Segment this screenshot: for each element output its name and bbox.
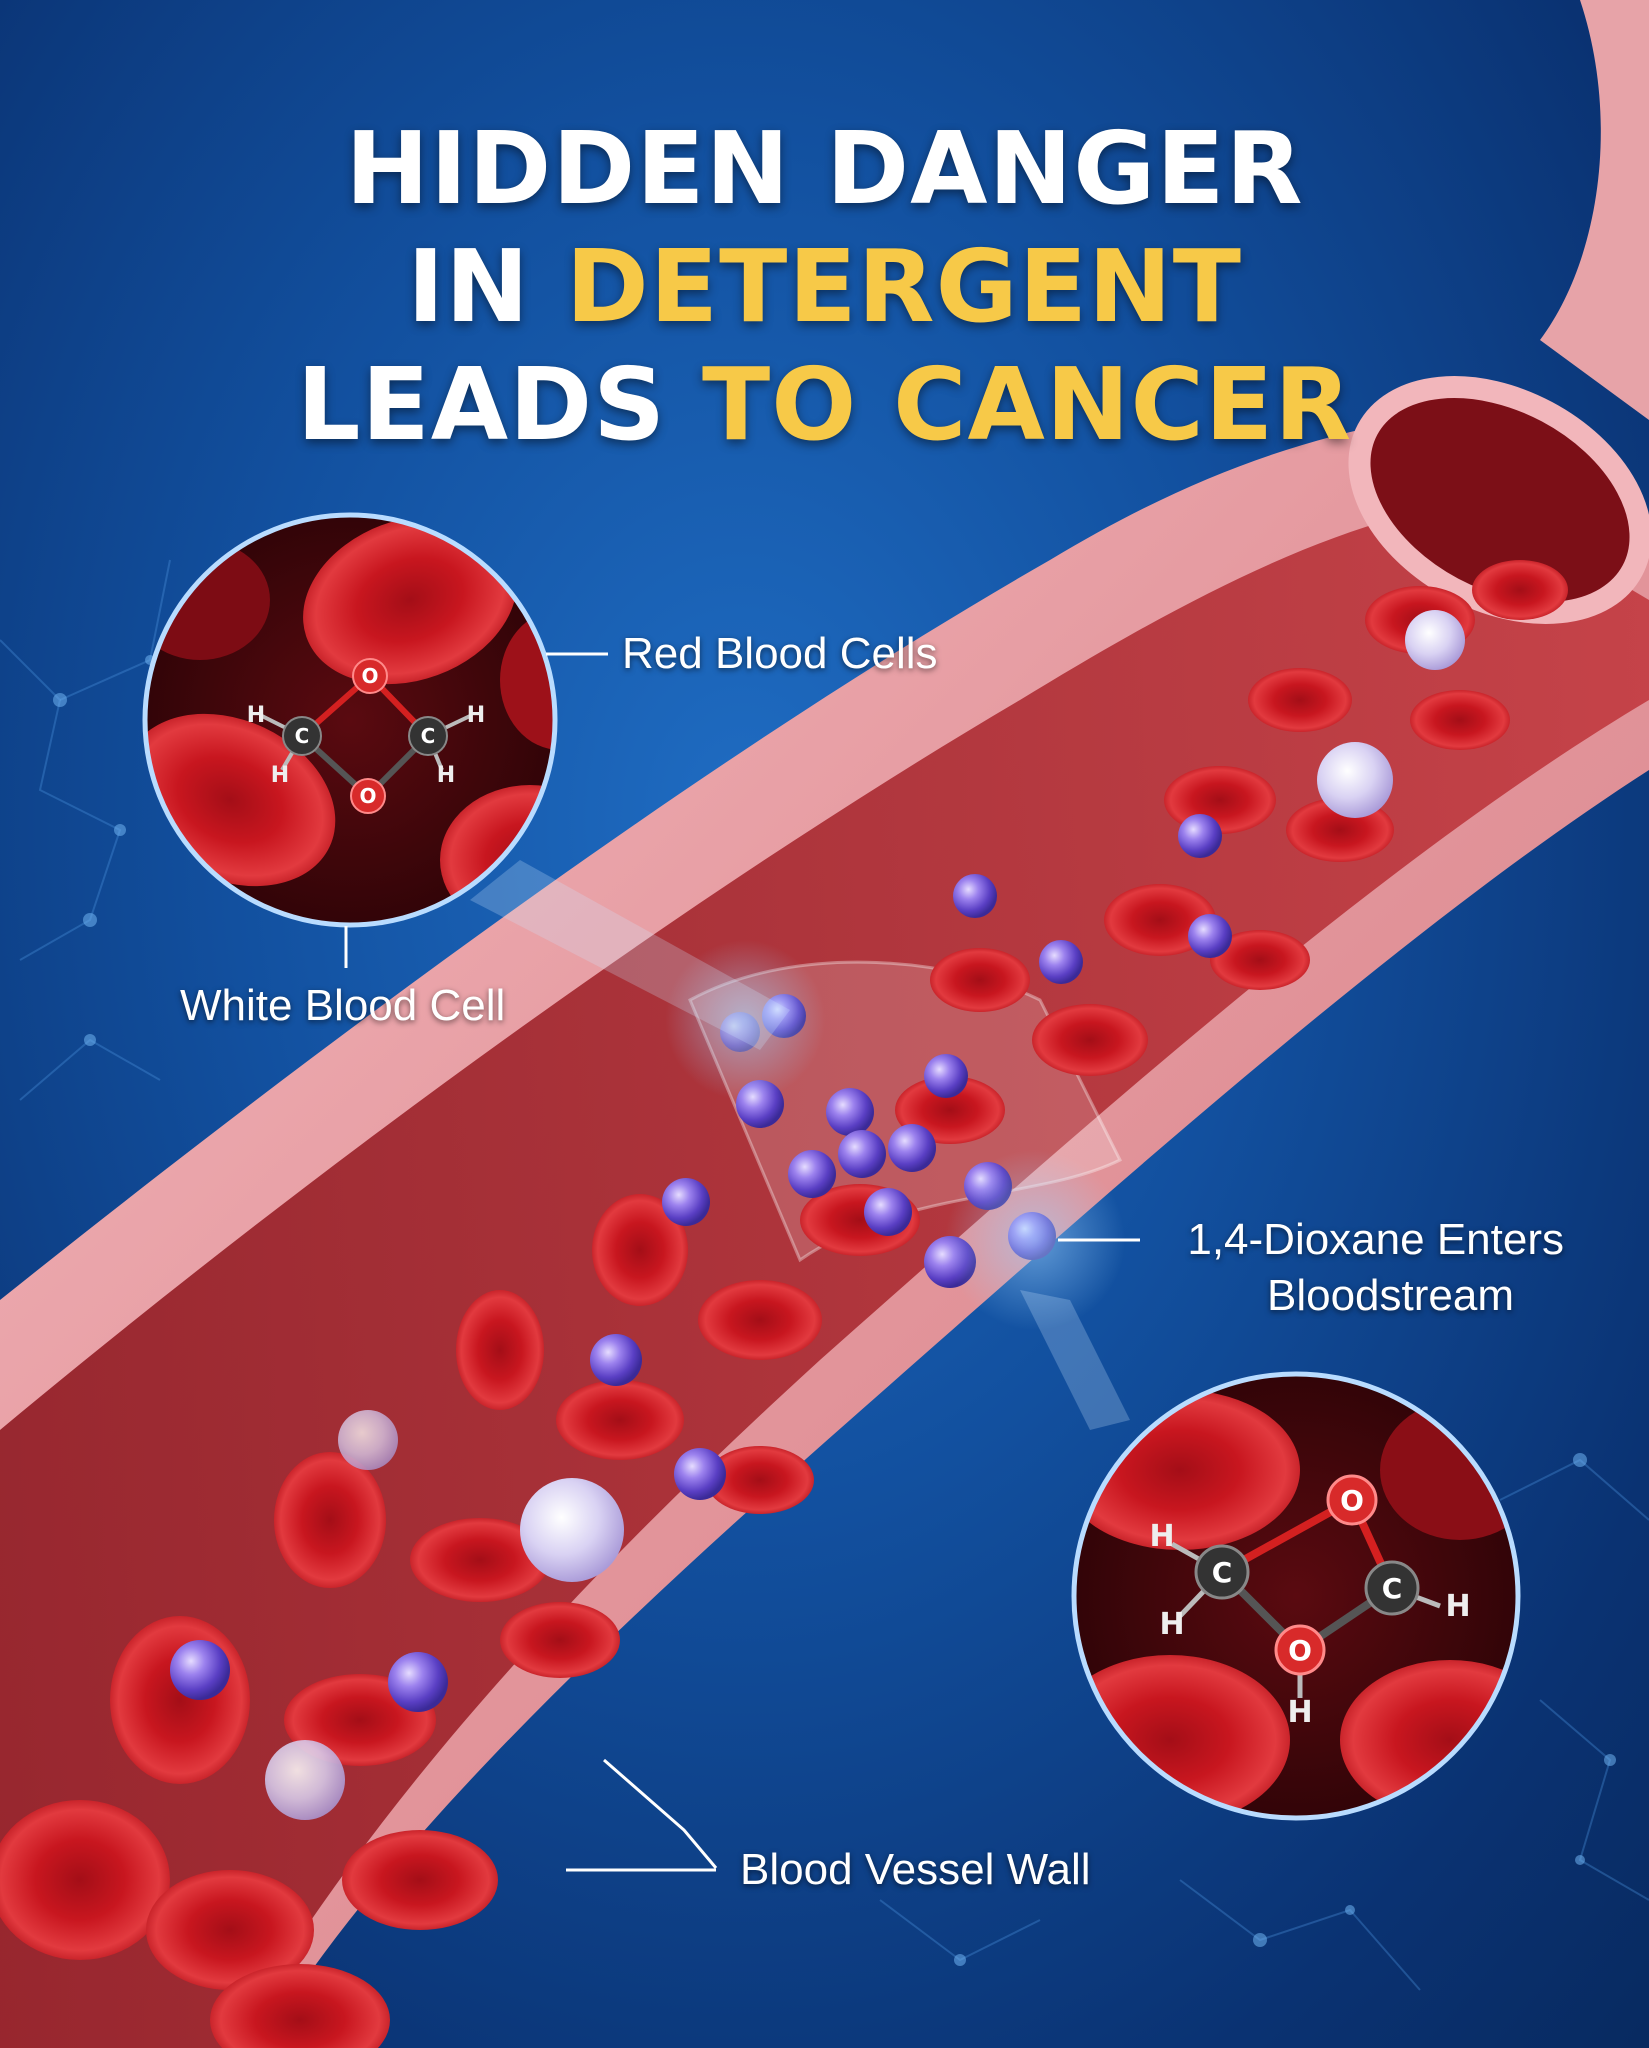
title-line-2-white: IN — [407, 228, 530, 345]
atom-c-left-right: C — [1212, 1556, 1233, 1589]
atom-o-top-left: O — [361, 664, 378, 688]
vessel-outer-tissue — [1540, 0, 1649, 420]
label-red-blood-cells: Red Blood Cells — [622, 629, 938, 678]
red-blood-cells — [0, 560, 1568, 2048]
vessel-opening — [1348, 376, 1649, 624]
label-dioxane-line-1: 1,4-Dioxane Enters — [1187, 1215, 1564, 1264]
atom-c-right-left: C — [421, 724, 436, 748]
title-line-2-highlight: DETERGENT — [565, 228, 1242, 345]
atom-h: H — [1149, 1519, 1174, 1554]
label-blood-vessel-wall: Blood Vessel Wall — [740, 1845, 1091, 1894]
light-beam-right — [1020, 1290, 1130, 1430]
atom-o-top-right: O — [1340, 1484, 1364, 1517]
atom-h: H — [1159, 1607, 1184, 1642]
light-beam-left — [470, 860, 790, 1050]
atom-h: H — [467, 703, 485, 728]
inset-circle-left — [142, 512, 558, 928]
light-glow-right — [945, 1150, 1125, 1330]
title-line-3-highlight: TO CANCER — [702, 346, 1353, 463]
title-line-1: HIDDEN DANGER — [345, 110, 1304, 227]
label-dioxane-line-2: Bloodstream — [1266, 1271, 1514, 1320]
title-line-3-white: LEADS — [296, 346, 667, 463]
leader-lines — [344, 652, 1140, 1872]
atom-h: H — [247, 703, 265, 728]
dioxane-molecule-right: O O C C H H H H — [1149, 1474, 1471, 1730]
dioxane-molecule-left: O O C C H H H H — [247, 658, 485, 814]
atom-h: H — [1287, 1695, 1312, 1730]
light-glow-left — [665, 940, 825, 1100]
atom-h: H — [437, 763, 455, 788]
inset-circle-right — [1071, 1371, 1521, 1821]
atom-o-bottom-left: O — [359, 784, 376, 808]
title-line-2: IN DETERGENT — [0, 228, 1649, 346]
atom-h: H — [1445, 1589, 1470, 1624]
atom-o-bottom-right: O — [1288, 1634, 1312, 1667]
label-white-blood-cell: White Blood Cell — [180, 981, 506, 1030]
atom-h: H — [271, 763, 289, 788]
white-blood-cells — [265, 610, 1465, 1820]
leader-wall-upper — [603, 1758, 718, 1869]
atom-c-left-left: C — [295, 724, 310, 748]
title-line-3: LEADS TO CANCER — [0, 346, 1649, 464]
atom-c-right-right: C — [1382, 1572, 1403, 1605]
